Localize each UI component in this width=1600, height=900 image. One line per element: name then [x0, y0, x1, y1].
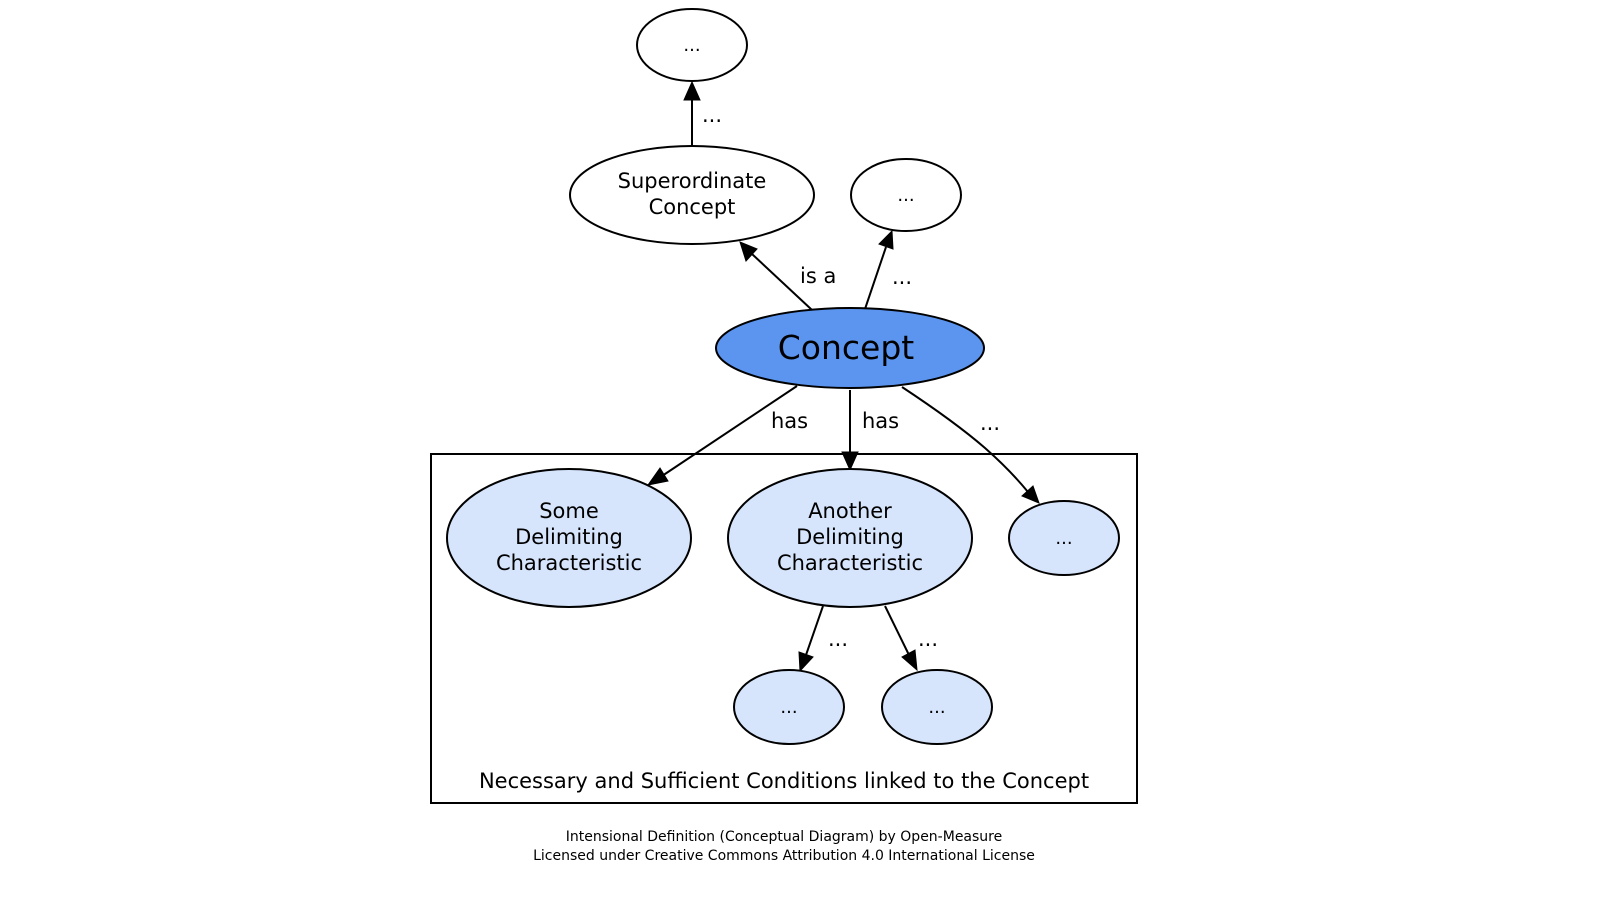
node-superordinate-label-1: Superordinate [618, 169, 767, 193]
conditions-cluster [430, 453, 1138, 804]
edge-label-super-to-top: ... [702, 103, 722, 127]
node-another-delimiting-characteristic: Another Delimiting Characteristic [727, 468, 973, 608]
node-other-parent-label: ... [897, 185, 914, 206]
node-some-label-2: Delimiting [515, 525, 623, 549]
footer-attribution: Intensional Definition (Conceptual Diagr… [566, 829, 1003, 845]
edge-label-sub-left: ... [828, 627, 848, 651]
node-another-label-2: Delimiting [796, 525, 904, 549]
edge-another-to-sub-right: ... [884, 605, 938, 672]
node-superordinate-label-2: Concept [649, 195, 736, 219]
node-concept: Concept [715, 307, 985, 389]
edge-super-to-top: ... [683, 80, 722, 146]
edge-label-concept-to-other: ... [892, 265, 912, 289]
edge-concept-to-super: is a [739, 241, 836, 311]
cluster-label: Necessary and Sufficient Conditions link… [479, 769, 1089, 793]
node-some-label-1: Some [539, 499, 599, 523]
node-sub-left: ... [733, 669, 845, 745]
node-some-label-3: Characteristic [496, 551, 642, 575]
edge-concept-to-more: ... [901, 386, 1040, 504]
edge-concept-to-some: has [646, 385, 808, 486]
edge-label-has-2: has [862, 409, 899, 433]
footer-license: Licensed under Creative Commons Attribut… [533, 848, 1035, 864]
node-another-label-3: Characteristic [777, 551, 923, 575]
edge-label-concept-to-more: ... [980, 411, 1000, 435]
edge-another-to-sub-left: ... [798, 605, 848, 673]
node-more-characteristics: ... [1008, 500, 1120, 576]
node-some-delimiting-characteristic: Some Delimiting Characteristic [446, 468, 692, 608]
edge-label-sub-right: ... [918, 627, 938, 651]
node-top-label: ... [683, 35, 700, 56]
node-sub-right: ... [881, 669, 993, 745]
node-more-label: ... [1055, 528, 1072, 549]
node-sub-left-label: ... [780, 697, 797, 718]
edge-concept-to-another: has [841, 390, 899, 472]
node-superordinate-concept: Superordinate Concept [569, 145, 815, 245]
node-top: ... [636, 8, 748, 82]
node-other-parent: ... [850, 158, 962, 232]
edge-concept-to-other: ... [864, 229, 912, 310]
node-sub-right-label: ... [928, 697, 945, 718]
edge-label-is-a: is a [800, 264, 836, 288]
node-concept-label: Concept [778, 328, 915, 367]
edge-label-has-1: has [771, 409, 808, 433]
node-another-label-1: Another [808, 499, 892, 523]
